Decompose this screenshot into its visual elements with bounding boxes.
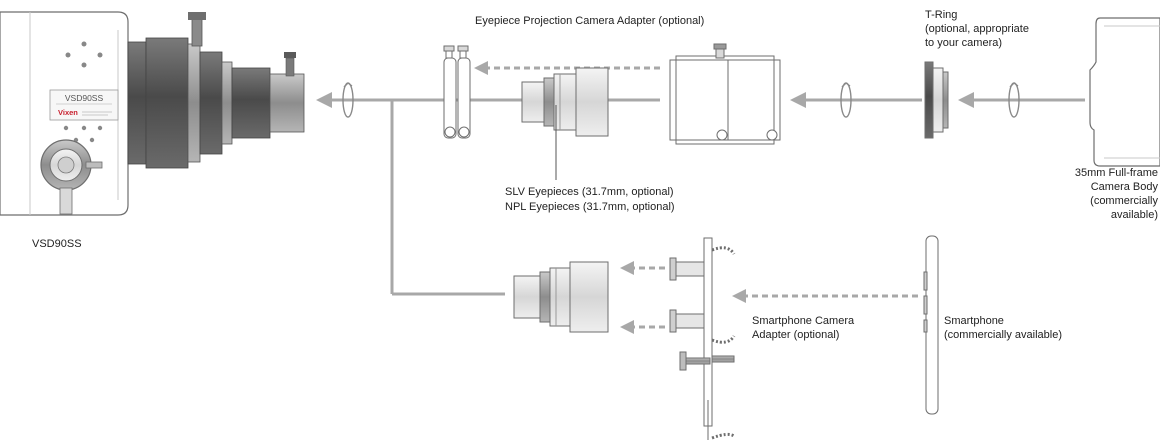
rotate-icon	[342, 82, 354, 118]
t-ring	[924, 61, 949, 139]
dashed-arrows	[488, 66, 918, 329]
smartphone-adapter	[669, 237, 736, 440]
smartphone-adapter-label: Smartphone Camera Adapter (optional)	[752, 315, 855, 341]
telescope-vsd90ss: VSD90SS Vixen	[0, 11, 305, 216]
camera-body	[1089, 17, 1160, 167]
npl-eyepieces-label: NPL Eyepieces (31.7mm, optional)	[505, 201, 675, 213]
telescope-badge: VSD90SS Vixen	[49, 89, 119, 121]
rotate-icon	[1008, 82, 1020, 118]
smartphone-label: Smartphone (commercially available)	[944, 315, 1062, 341]
dashed-arrow-heads	[474, 61, 746, 334]
badge-model-text: VSD90SS	[65, 93, 104, 103]
projection-adapter-tube	[669, 43, 781, 145]
projection-adapter-clamp	[443, 45, 471, 139]
eyepiece-bottom	[513, 261, 609, 333]
focus-knob-icon	[40, 139, 103, 215]
telescope-label: VSD90SS	[32, 238, 82, 250]
badge-brand-text: Vixen	[58, 108, 78, 117]
smartphone	[923, 235, 939, 415]
rotate-icon	[840, 82, 852, 118]
camera-body-label: 35mm Full-frame Camera Body (commerciall…	[1074, 167, 1158, 221]
eyepiece-projection-label: Eyepiece Projection Camera Adapter (opti…	[475, 15, 705, 27]
t-ring-label: T-Ring (optional, appropriate to your ca…	[925, 9, 1029, 49]
eyepiece-top	[521, 67, 609, 137]
slv-eyepieces-label: SLV Eyepieces (31.7mm, optional)	[505, 186, 674, 198]
solid-arrows	[316, 92, 1085, 108]
